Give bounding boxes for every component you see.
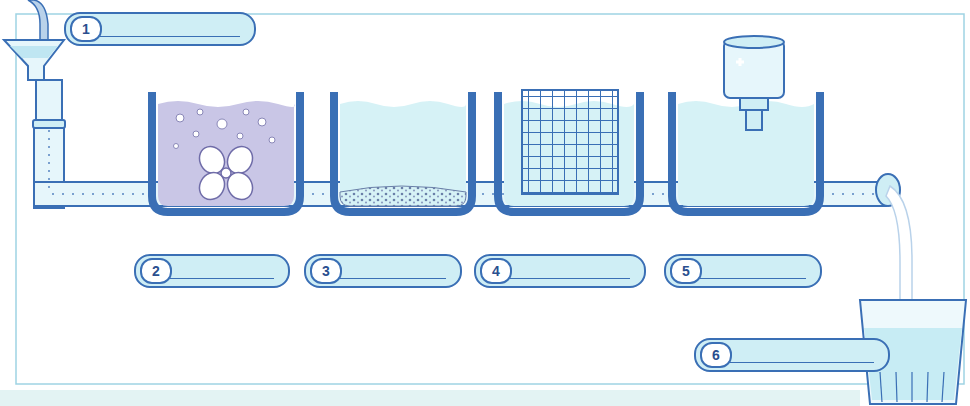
callout-number: 4 [480, 258, 512, 284]
answer-line [700, 278, 806, 279]
callout-number: 3 [310, 258, 342, 284]
aeration-tank [152, 92, 300, 212]
disinfection-tank [672, 92, 820, 212]
callout-number: 2 [140, 258, 172, 284]
callout-box: 5 [664, 254, 822, 288]
callout-number: 6 [700, 342, 732, 368]
callout-box: 2 [134, 254, 290, 288]
frame [16, 14, 964, 384]
answer-line [100, 36, 240, 37]
callout-box: 3 [304, 254, 462, 288]
pipe-joint [33, 120, 65, 128]
answer-line [340, 278, 446, 279]
funnel [4, 40, 64, 80]
callout-box: 4 [474, 254, 646, 288]
callout-number: 1 [70, 16, 102, 42]
pipe [36, 80, 62, 124]
pipe-dots [48, 130, 50, 194]
callout-box: 6 [694, 338, 890, 372]
pouring-water [28, 0, 48, 40]
callout-number: 5 [670, 258, 702, 284]
callout-box: 1 [64, 12, 256, 46]
answer-line [730, 362, 874, 363]
answer-line [510, 278, 630, 279]
settling-tank [334, 92, 472, 212]
bottom-band [0, 390, 860, 406]
filter-tank [498, 90, 640, 212]
answer-line [170, 278, 274, 279]
chemical-dispenser [724, 36, 784, 130]
funnel-water [10, 46, 58, 58]
